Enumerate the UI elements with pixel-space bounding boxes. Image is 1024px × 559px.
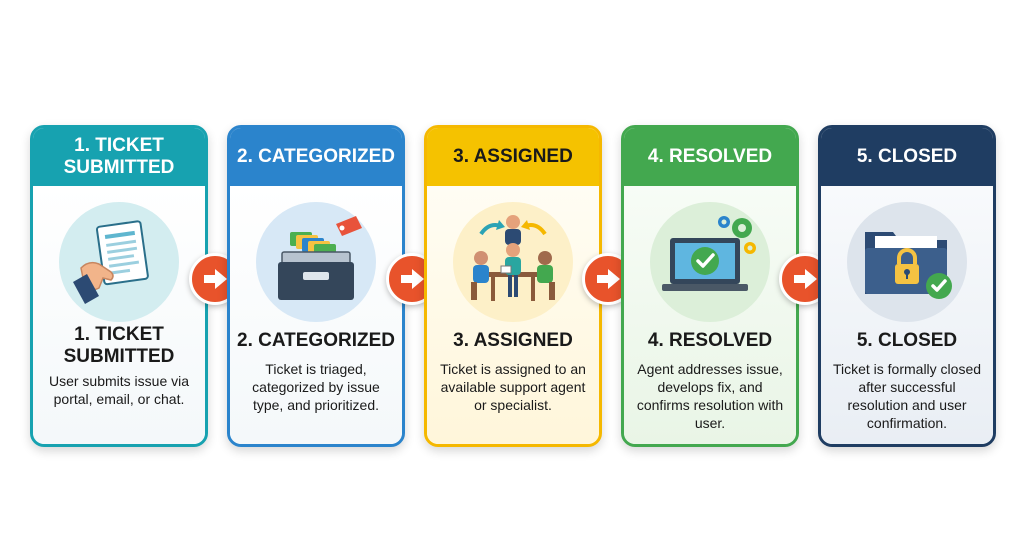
step-header-label: 3. ASSIGNED: [453, 146, 573, 167]
step-title: 5. CLOSED: [856, 330, 958, 351]
step-description: Ticket is triaged, categorized by issue …: [252, 361, 380, 413]
step-card-resolved: 4. RESOLVED 4. RESOLVED A: [621, 125, 799, 447]
step-header: 5. CLOSED: [821, 128, 993, 186]
step-card-categorized: 2. CATEGORIZED 2. CATEGORIZED Ticket: [227, 125, 405, 447]
step-description: User submits issue via portal, email, or…: [48, 373, 190, 407]
step-body: 4. RESOLVED Agent addresses issue, devel…: [624, 186, 796, 444]
step-title: 1. TICKET SUBMITTED: [63, 324, 175, 367]
step-header: 2. CATEGORIZED: [230, 128, 402, 186]
step-header-label: 1. TICKET SUBMITTED: [63, 135, 175, 178]
step-title: 2. CATEGORIZED: [237, 330, 395, 351]
step-title: 3. ASSIGNED: [453, 330, 573, 351]
step-card-submitted: 1. TICKET SUBMITTED: [30, 125, 208, 447]
step-card-closed: 5. CLOSED 5. CLOSED Ticket is formally c…: [818, 125, 996, 447]
step-body: 1. TICKET SUBMITTED User submits issue v…: [33, 186, 205, 444]
file-drawer-icon: [256, 202, 376, 322]
step-body: 2. CATEGORIZED Ticket is triaged, catego…: [230, 186, 402, 444]
step-description: Ticket is assigned to an available suppo…: [440, 361, 586, 413]
step-header-label: 2. CATEGORIZED: [237, 146, 395, 167]
step-card-assigned: 3. ASSIGNED: [424, 125, 602, 447]
step-header-label: 5. CLOSED: [856, 146, 958, 167]
team-meeting-icon: [453, 202, 573, 322]
step-header: 4. RESOLVED: [624, 128, 796, 186]
step-header: 1. TICKET SUBMITTED: [33, 128, 205, 186]
step-description: Agent addresses issue, develops fix, and…: [636, 361, 784, 431]
step-body: 5. CLOSED Ticket is formally closed afte…: [821, 186, 993, 444]
locked-folder-icon: [847, 202, 967, 322]
step-header-label: 4. RESOLVED: [647, 146, 773, 167]
step-body: 3. ASSIGNED Ticket is assigned to an ava…: [427, 186, 599, 444]
document-hand-icon: [59, 202, 179, 322]
step-description: Ticket is formally closed after successf…: [832, 361, 982, 431]
step-title: 4. RESOLVED: [647, 330, 773, 351]
step-header: 3. ASSIGNED: [427, 128, 599, 186]
laptop-check-icon: [650, 202, 770, 322]
